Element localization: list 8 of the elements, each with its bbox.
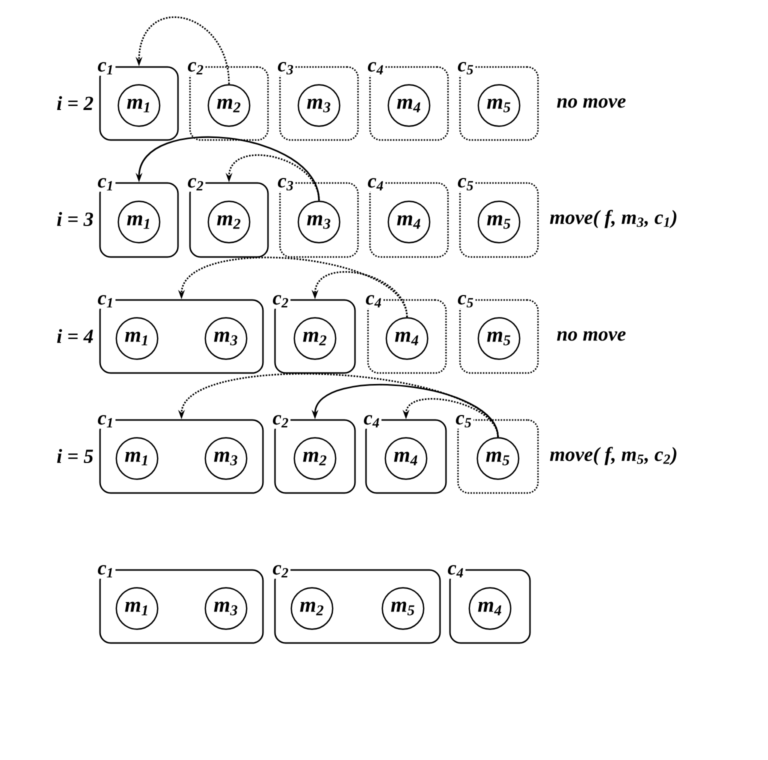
step-label: no move xyxy=(557,98,626,108)
step-label: i = 4 xyxy=(57,329,93,343)
step-label: i = 2 xyxy=(57,96,94,110)
step-label: move( f, m$_{5}$, c$_{2}$) xyxy=(550,446,676,466)
step-label: no move xyxy=(557,331,626,341)
step-label: i = 3 xyxy=(57,212,94,226)
step-label: move( f, m$_{3}$, c$_{1}$) xyxy=(550,210,676,228)
step-label: i = 5 xyxy=(57,448,94,464)
